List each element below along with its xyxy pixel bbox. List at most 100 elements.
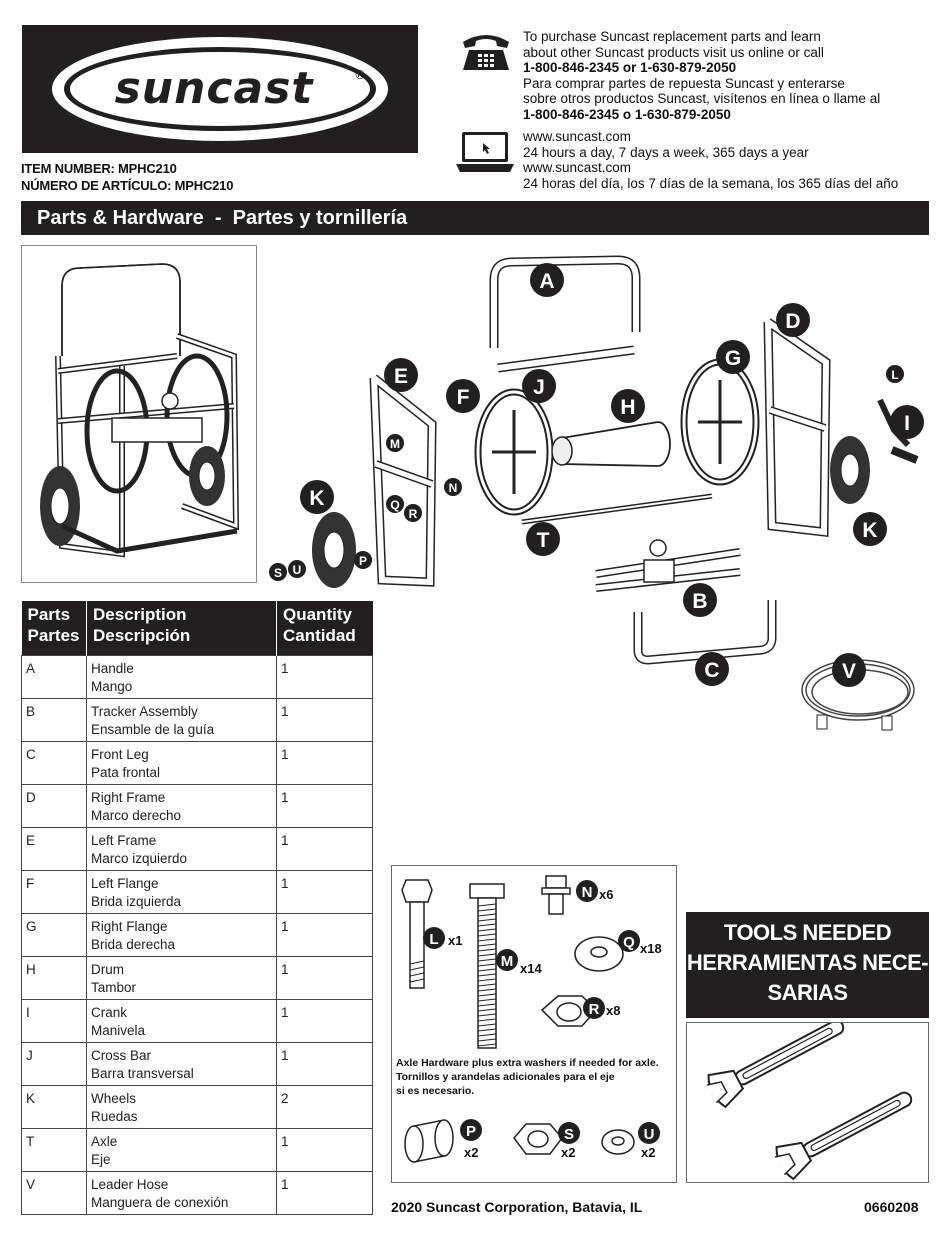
svg-text:Q: Q <box>623 934 635 951</box>
item-number-es: NÚMERO DE ARTÍCULO: MPHC210 <box>21 178 234 193</box>
phone-numbers: 1-800-846-2345 or 1-630-879-2050 <box>523 60 737 75</box>
part-letter: K <box>21 1084 87 1129</box>
description-es: Manguera de conexión <box>91 1194 229 1210</box>
callout-m: M <box>386 434 404 452</box>
description-en: Wheels <box>91 1090 137 1106</box>
assembled-cart-image <box>21 245 257 583</box>
part-letter: H <box>21 955 87 1000</box>
svg-text:P: P <box>466 1123 476 1140</box>
callout-p: P <box>354 551 372 569</box>
part-letter: G <box>21 912 87 957</box>
document-number: 0660208 <box>864 1199 919 1215</box>
svg-text:S: S <box>274 566 282 580</box>
callout-k-right: K <box>853 512 887 546</box>
svg-text:E: E <box>394 365 408 388</box>
svg-text:N: N <box>449 481 458 495</box>
callout-t: T <box>526 522 560 556</box>
part-quantity: 1 <box>276 1170 373 1215</box>
part-letter: D <box>21 783 87 828</box>
description-en: Left Frame <box>91 832 157 848</box>
copyright: 2020 Suncast Corporation, Batavia, IL <box>391 1199 643 1215</box>
part-quantity: 1 <box>276 955 373 1000</box>
part-quantity: 2 <box>276 1084 373 1129</box>
hardware-u-badge: U <box>638 1122 660 1144</box>
telephone-icon <box>459 30 513 77</box>
tools-title-en: TOOLS NEEDED <box>723 920 892 945</box>
svg-text:K: K <box>309 487 324 510</box>
part-quantity: 1 <box>276 783 373 828</box>
callout-c: C <box>695 652 729 686</box>
hardware-n-qty: x6 <box>599 887 614 902</box>
hardware-r-qty: x8 <box>606 1003 621 1018</box>
description-es: Pata frontal <box>91 764 161 780</box>
part-quantity: 1 <box>276 740 373 785</box>
item-number: ITEM NUMBER: MPHC210 <box>21 161 177 176</box>
description-en: Handle <box>91 660 134 676</box>
contact-phone-text: To purchase Suncast replacement parts an… <box>523 29 880 122</box>
part-quantity: 1 <box>276 1041 373 1086</box>
diagram-callouts: A D G E J F H I L M N Q R K K T P S U B … <box>269 263 924 687</box>
description-es: Tambor <box>91 979 137 995</box>
callout-d: D <box>776 303 810 337</box>
callout-e: E <box>384 358 418 392</box>
hardware-note: Axle Hardware plus extra washers if need… <box>396 1056 676 1098</box>
svg-text:D: D <box>785 310 800 333</box>
part-letter: T <box>21 1127 87 1172</box>
website-link[interactable]: www.suncast.com <box>523 129 632 144</box>
contact-line: To purchase Suncast replacement parts an… <box>523 29 821 44</box>
callout-n: N <box>444 478 462 496</box>
part-quantity: 1 <box>276 998 373 1043</box>
contact-line: about other Suncast products visit us on… <box>523 44 824 60</box>
svg-text:J: J <box>533 376 545 399</box>
callout-f: F <box>446 379 480 413</box>
callout-k-left: K <box>300 480 334 514</box>
svg-text:L: L <box>429 931 438 948</box>
part-quantity: 1 <box>276 869 373 914</box>
callout-i: I <box>890 405 924 439</box>
part-letter: F <box>21 869 87 914</box>
phone-numbers-es: 1-800-846-2345 o 1-630-879-2050 <box>523 106 731 122</box>
svg-text:M: M <box>501 953 514 970</box>
svg-text:K: K <box>862 519 877 542</box>
svg-text:T: T <box>537 529 550 552</box>
description-en: Crank <box>91 1004 128 1020</box>
svg-text:N: N <box>582 884 593 901</box>
description-es: Mango <box>91 678 133 694</box>
description-en: Leader Hose <box>91 1176 169 1192</box>
part-letter: J <box>21 1041 87 1086</box>
description-en: Left Flange <box>91 875 159 891</box>
callout-r: R <box>404 504 422 522</box>
hardware-m-qty: x14 <box>520 961 542 976</box>
svg-text:U: U <box>644 1126 655 1143</box>
svg-text:S: S <box>564 1126 574 1143</box>
part-letter: B <box>21 697 87 742</box>
website-link[interactable]: www.suncast.com <box>523 160 632 175</box>
description-es: Brida izquierda <box>91 893 182 909</box>
tools-panel <box>686 1019 929 1183</box>
svg-text:F: F <box>457 386 470 409</box>
hardware-q-qty: x18 <box>640 941 662 956</box>
suncast-logo: suncast ® <box>22 25 418 153</box>
description-es: Eje <box>91 1151 111 1167</box>
svg-text:B: B <box>692 590 707 613</box>
logo-wordmark: suncast <box>115 63 315 114</box>
hardware-u-qty: x2 <box>641 1145 656 1160</box>
hardware-p-badge: P <box>460 1119 482 1141</box>
part-quantity: 1 <box>276 912 373 957</box>
part-quantity: 1 <box>276 1127 373 1172</box>
callout-u: U <box>288 560 306 578</box>
